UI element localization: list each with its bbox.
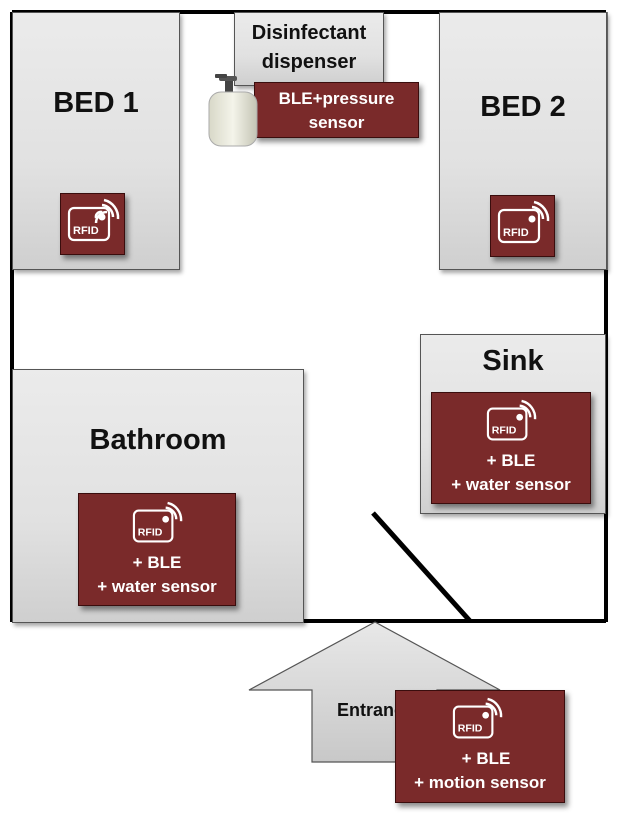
dispenser-label-line2: dispenser (261, 51, 357, 73)
door-leaf (371, 511, 472, 623)
rfid-tag-icon: RFID (67, 198, 119, 242)
rfid-icon-text: RFID (73, 225, 99, 237)
dispenser-sensor-line2: sensor (308, 113, 365, 132)
entrance-label: Entrance (336, 700, 415, 720)
entrance-sensor: RFID + BLE + motion sensor (395, 690, 565, 803)
rfid-icon-text: RFID (138, 527, 163, 539)
sink-sensor: RFID + BLE + water sensor (431, 392, 591, 504)
rfid-icon-text: RFID (492, 425, 517, 437)
entrance-sensor-line1: + BLE (461, 749, 511, 768)
rfid-tag-icon: RFID (486, 399, 537, 441)
dispenser-sensor: BLE+pressure sensor (254, 82, 419, 138)
bed2-rfid-tag: RFID (490, 195, 555, 257)
sink-sensor-line2: + water sensor (451, 475, 571, 494)
bed1-label: BED 1 (53, 87, 139, 119)
rfid-icon-text: RFID (458, 723, 483, 735)
sink-label: Sink (482, 345, 544, 377)
rfid-tag-icon: RFID (497, 200, 549, 244)
rfid-tag-icon: RFID (452, 697, 503, 739)
bathroom-sensor: RFID + BLE + water sensor (78, 493, 236, 606)
rfid-icon-text: RFID (503, 227, 529, 239)
dispenser-label-line1: Disinfectant (251, 22, 367, 44)
soap-bottle-icon (208, 74, 258, 147)
bathroom-sensor-line1: + BLE (132, 553, 182, 572)
dispenser-sensor-line1: BLE+pressure (278, 89, 395, 108)
bathroom-sensor-line2: + water sensor (97, 577, 217, 596)
bed2-label: BED 2 (480, 91, 566, 123)
sink-sensor-line1: + BLE (486, 451, 536, 470)
entrance-sensor-line2: + motion sensor (414, 773, 546, 792)
rfid-tag-icon: RFID (132, 501, 183, 543)
bathroom-label: Bathroom (89, 424, 227, 456)
bed1-rfid-tag: RFID (60, 193, 125, 255)
